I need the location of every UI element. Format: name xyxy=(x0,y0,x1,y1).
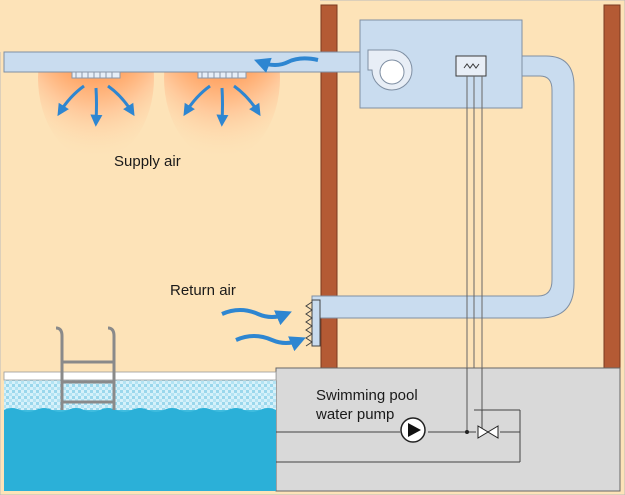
ceiling-diffuser-icon xyxy=(71,71,121,79)
supply-air-label: Supply air xyxy=(114,153,181,170)
air-flow-arrow-icon xyxy=(57,84,261,127)
structural-column-right xyxy=(603,4,621,371)
air-flow-arrow-icon xyxy=(221,308,306,352)
return-grille-icon xyxy=(305,299,321,347)
fan-icon xyxy=(367,49,413,91)
valve-icon xyxy=(465,425,499,439)
pool-tile-band xyxy=(4,380,276,410)
plant-room xyxy=(275,367,621,492)
heat-exchanger-icon xyxy=(455,55,487,77)
air-flow-arrow-icon xyxy=(254,56,319,73)
return-air-label: Return air xyxy=(170,282,236,299)
pool-ladder-icon xyxy=(55,326,116,410)
pool-deck xyxy=(3,371,277,381)
pump-label-line1: Swimming pool xyxy=(316,387,418,404)
pump-label-line2: water pump xyxy=(316,406,395,423)
ceiling-diffuser-icon xyxy=(197,71,247,79)
pump-icon xyxy=(400,417,426,443)
